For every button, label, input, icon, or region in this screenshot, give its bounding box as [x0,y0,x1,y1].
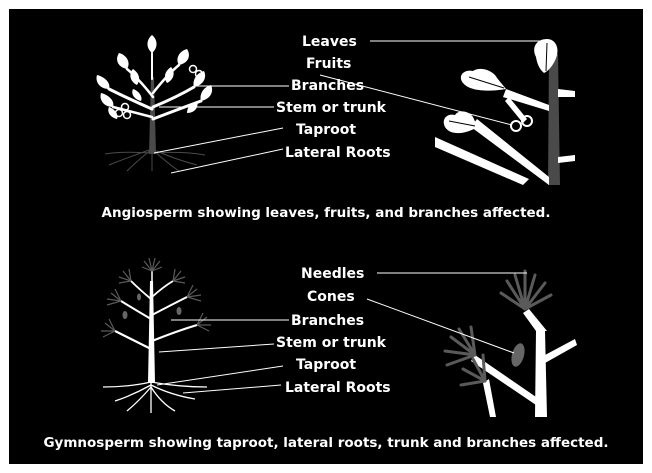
label-fruits: Fruits [306,56,351,72]
label-leaves: Leaves [302,34,357,50]
angiosperm-labels: Leaves Fruits Branches Stem or trunk Tap… [276,34,391,161]
angiosperm-zoom-leaves [444,39,558,133]
angiosperm-zoom-trunk [548,54,560,185]
gymnosperm-roots [103,381,207,413]
label-taproot: Taproot [296,122,356,138]
angiosperm-small-tree [97,35,213,171]
label-taproot: Taproot [296,357,356,373]
label-lateral-roots: Lateral Roots [285,145,391,161]
gymnosperm-small-tree [101,258,211,413]
label-branches: Branches [291,78,364,94]
gymnosperm-zoom-branches [471,309,577,417]
label-stem-or-trunk: Stem or trunk [276,100,387,116]
gymnosperm-zoom-trunk [535,331,547,417]
label-stem-or-trunk: Stem or trunk [276,335,387,351]
angiosperm-zoom-detail [435,39,575,185]
gymnosperm-labels: Needles Cones Branches Stem or trunk Tap… [276,266,391,396]
tree-parts-diagram: Leaves Fruits Branches Stem or trunk Tap… [9,9,643,464]
label-branches: Branches [291,313,364,329]
gymnosperm-zoom-detail [445,271,577,417]
label-cones: Cones [307,289,355,305]
angiosperm-caption: Angiosperm showing leaves, fruits, and b… [102,205,551,221]
diagram-panel: Leaves Fruits Branches Stem or trunk Tap… [9,9,643,464]
gymnosperm-caption: Gymnosperm showing taproot, lateral root… [43,435,608,451]
gymnosperm-zoom-cone [509,342,527,368]
label-needles: Needles [301,266,364,282]
label-lateral-roots: Lateral Roots [285,380,391,396]
